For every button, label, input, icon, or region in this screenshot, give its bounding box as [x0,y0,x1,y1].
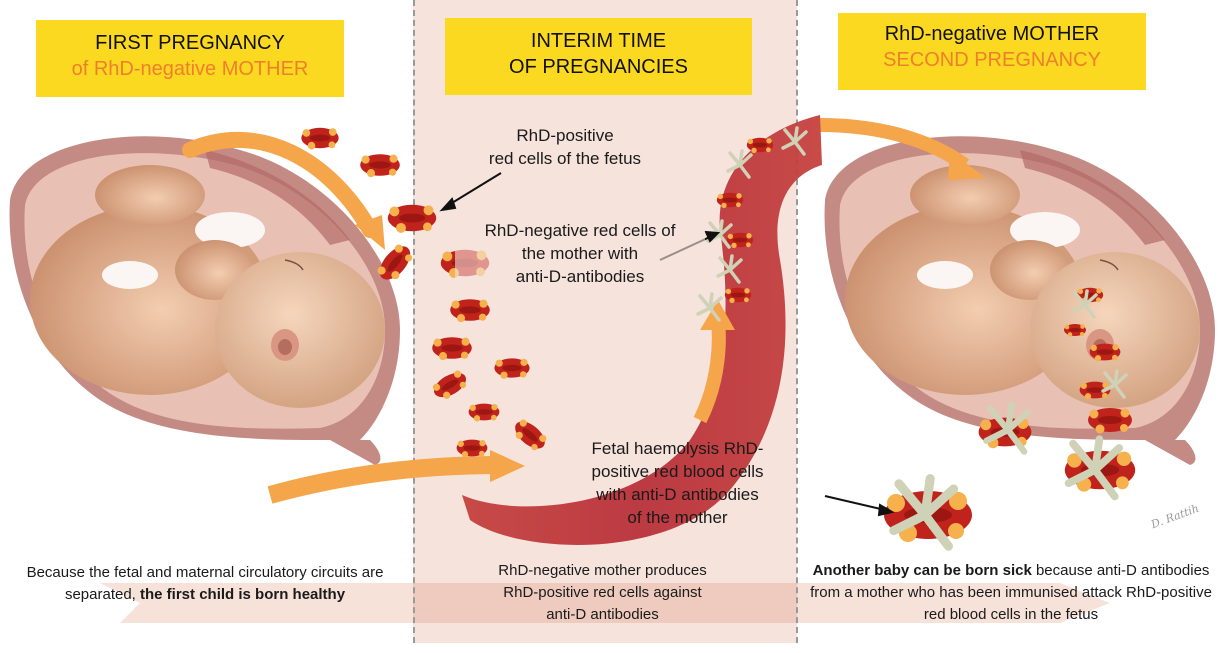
blood-vessel [462,115,822,545]
interim-caption-line2: RhD-positive red cells against [503,584,702,601]
interim-title: INTERIM TIME OF PREGNANCIES [445,18,752,95]
arrow-into-vessel [267,456,501,504]
second-pregnancy-title: RhD-negative MOTHER SECOND PREGNANCY [838,13,1146,90]
divider-left [413,0,415,643]
first-title-line1: FIRST PREGNANCY [95,32,285,54]
label-haemolysis-line3: with anti-D antibodies [596,485,759,504]
first-caption-plain: Because the fetal and maternal circulato… [26,564,384,603]
label-haemolysis-line2: positive red blood cells [591,462,764,481]
label-fetal-line2: red cells of the fetus [488,149,642,168]
divider-right [796,0,798,643]
first-pregnancy-title: FIRST PREGNANCY of RhD-negative MOTHER [36,20,344,97]
label-maternal-red-cells: RhD-negative red cells of the mother wit… [455,219,705,288]
label-maternal-line2: the mother with [521,244,639,263]
interim-title-line1: INTERIM TIME [530,30,667,52]
label-maternal-line1: RhD-negative red cells of [484,221,676,240]
label-fetal-line1: RhD-positive [516,126,614,145]
interim-caption: RhD-negative mother produces RhD-positiv… [440,560,765,626]
second-title-line2: SECOND PREGNANCY [883,49,1101,71]
label-haemolysis-line4: of the mother [627,508,728,527]
second-caption-plain: because anti-D antibodies from a mother … [810,562,1212,623]
interim-caption-line3: anti-D antibodies [546,606,659,623]
interim-title-line2: OF PREGNANCIES [509,56,688,78]
first-title-line2: of RhD-negative MOTHER [71,58,309,80]
interim-caption-line1: RhD-negative mother produces [498,562,707,579]
second-title-line1: RhD-negative MOTHER [884,23,1100,45]
first-caption-bold: the first child is born healthy [140,586,346,603]
arrow-placenta-to-blood [182,132,378,238]
second-pregnancy-caption: Another baby can be born sick because an… [805,560,1217,626]
first-pregnancy-caption: Because the fetal and maternal circulato… [20,562,390,606]
label-maternal-line3: anti-D-antibodies [515,267,645,286]
label-haemolysis-line1: Fetal haemolysis RhD- [591,439,764,458]
label-fetal-red-cells: RhD-positive red cells of the fetus [440,124,690,170]
label-fetal-haemolysis: Fetal haemolysis RhD- positive red blood… [560,437,795,529]
flow-band-arrow [100,583,1110,623]
second-caption-bold: Another baby can be born sick [812,562,1032,579]
